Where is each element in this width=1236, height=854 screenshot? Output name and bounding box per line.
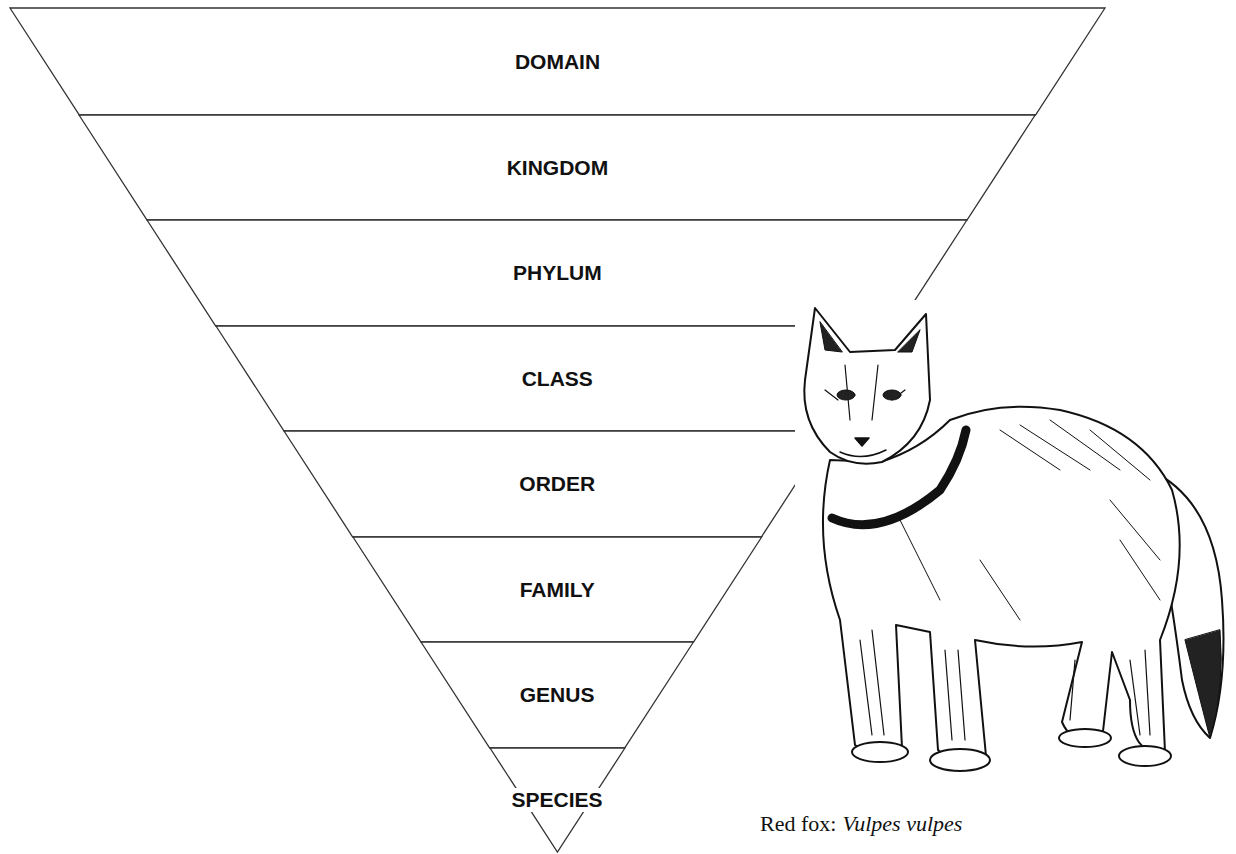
taxonomy-band: PHYLUM <box>147 220 967 326</box>
taxonomy-band: SPECIES <box>490 748 625 852</box>
band-text-holder: DOMAIN <box>10 8 1105 115</box>
rank-label: PHYLUM <box>510 261 605 284</box>
band-text-holder: PHYLUM <box>147 220 967 326</box>
taxonomy-band: CLASS <box>216 326 898 431</box>
taxonomy-band: KINGDOM <box>79 115 1035 220</box>
rank-label: ORDER <box>516 472 598 495</box>
band-text-holder: CLASS <box>216 326 898 431</box>
species-caption: Red fox:Vulpes vulpes <box>760 811 962 837</box>
rank-label: KINGDOM <box>504 156 612 179</box>
band-text-holder: GENUS <box>421 642 693 748</box>
band-shape <box>490 748 625 852</box>
rank-label: GENUS <box>517 683 598 706</box>
band-text-holder: KINGDOM <box>79 115 1035 220</box>
band-shape <box>147 220 967 326</box>
band-shape <box>79 115 1035 220</box>
taxonomy-band: ORDER <box>284 431 830 537</box>
taxonomy-band: GENUS <box>421 642 693 748</box>
species-name: Vulpes vulpes <box>842 811 962 837</box>
band-shape <box>284 431 830 537</box>
band-shape <box>353 537 762 642</box>
band-shape <box>216 326 898 431</box>
common-name: Red fox: <box>760 811 836 837</box>
band-shape <box>421 642 693 748</box>
rank-label: SPECIES <box>509 788 606 811</box>
rank-label: FAMILY <box>517 578 598 601</box>
taxonomy-band: DOMAIN <box>10 8 1105 115</box>
band-text-holder: FAMILY <box>353 537 762 642</box>
band-shape <box>10 8 1105 115</box>
illustration-ground <box>795 300 1236 790</box>
band-text-holder: ORDER <box>284 431 830 537</box>
taxonomy-band: FAMILY <box>353 537 762 642</box>
band-text-holder: SPECIES <box>490 748 625 852</box>
rank-label: CLASS <box>519 367 596 390</box>
rank-label: DOMAIN <box>512 50 603 73</box>
fox-drawing <box>804 308 1223 771</box>
